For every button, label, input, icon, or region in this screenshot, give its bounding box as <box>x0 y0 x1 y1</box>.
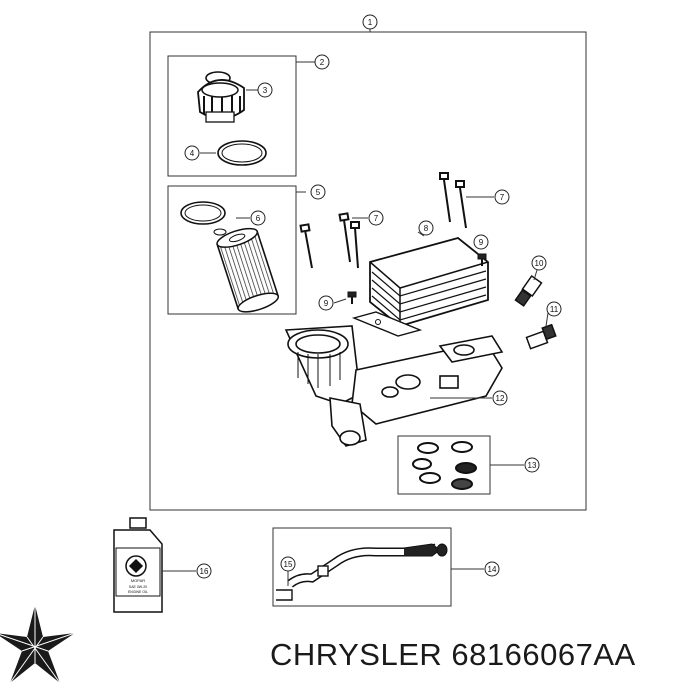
engine-oil-bottle <box>113 517 163 613</box>
callout-9b[interactable]: 9 <box>318 295 334 311</box>
bottle-brand: MOPAR <box>131 578 145 583</box>
callout-7b[interactable]: 7 <box>494 189 510 205</box>
callout-5-label: 5 <box>316 188 321 197</box>
callout-2[interactable]: 2 <box>314 54 330 70</box>
callout-6[interactable]: 6 <box>250 210 266 226</box>
callout-9a-label: 9 <box>479 238 484 247</box>
callout-3[interactable]: 3 <box>257 82 273 98</box>
oil-filter-housing <box>284 325 504 447</box>
gasket-kit <box>412 441 477 490</box>
callout-8-label: 8 <box>424 224 429 233</box>
callout-16-label: 16 <box>200 567 209 576</box>
callout-9b-label: 9 <box>324 299 329 308</box>
filter-subbox <box>167 185 297 315</box>
callout-4[interactable]: 4 <box>184 145 200 161</box>
callout-11[interactable]: 11 <box>546 301 562 317</box>
filter-o-ring <box>180 201 226 225</box>
callout-6-label: 6 <box>256 214 261 223</box>
oil-temperature-sensor <box>525 323 557 350</box>
screws <box>347 253 487 304</box>
callout-3-label: 3 <box>263 86 268 95</box>
callout-10[interactable]: 10 <box>531 255 547 271</box>
cap-o-ring <box>217 140 267 166</box>
callout-7a[interactable]: 7 <box>368 210 384 226</box>
callout-14-label: 14 <box>488 565 497 574</box>
callout-9a[interactable]: 9 <box>473 234 489 250</box>
callout-13[interactable]: 13 <box>524 457 540 473</box>
callout-14[interactable]: 14 <box>484 561 500 577</box>
bolts <box>299 172 467 269</box>
oil-cooler <box>351 237 489 337</box>
assembly-frame <box>149 31 587 511</box>
chrysler-pentastar-icon <box>0 605 76 684</box>
callout-15[interactable]: 15 <box>280 556 296 572</box>
callout-2-label: 2 <box>320 58 325 67</box>
callout-7a-label: 7 <box>374 214 379 223</box>
callout-13-label: 13 <box>528 461 537 470</box>
callout-12[interactable]: 12 <box>492 390 508 406</box>
callout-15-label: 15 <box>284 560 293 569</box>
callout-1-label: 1 <box>368 18 373 27</box>
cap-subbox <box>167 55 297 177</box>
callout-1[interactable]: 1 <box>362 14 378 30</box>
callout-5[interactable]: 5 <box>310 184 326 200</box>
oil-filter-cap <box>197 71 245 123</box>
callout-11-label: 11 <box>550 305 559 314</box>
callout-12-label: 12 <box>496 394 505 403</box>
gasket-kit-subbox <box>397 435 491 495</box>
hose-subbox <box>272 527 452 607</box>
callout-10-label: 10 <box>535 259 544 268</box>
oil-filter-element <box>216 227 280 313</box>
bottle-line-1: SAE 0W-20 <box>129 585 147 589</box>
brand-name: CHRYSLER <box>270 637 443 672</box>
oil-pressure-switch <box>514 274 543 307</box>
callout-4-label: 4 <box>190 149 195 158</box>
part-number: 68166067AA <box>451 637 636 672</box>
bottle-line-2: ENGINE OIL <box>128 590 148 594</box>
callout-8[interactable]: 8 <box>418 220 434 236</box>
part-title: CHRYSLER 68166067AA <box>270 630 695 680</box>
callout-16[interactable]: 16 <box>196 563 212 579</box>
callout-7b-label: 7 <box>500 193 505 202</box>
coolant-hose <box>276 543 448 601</box>
